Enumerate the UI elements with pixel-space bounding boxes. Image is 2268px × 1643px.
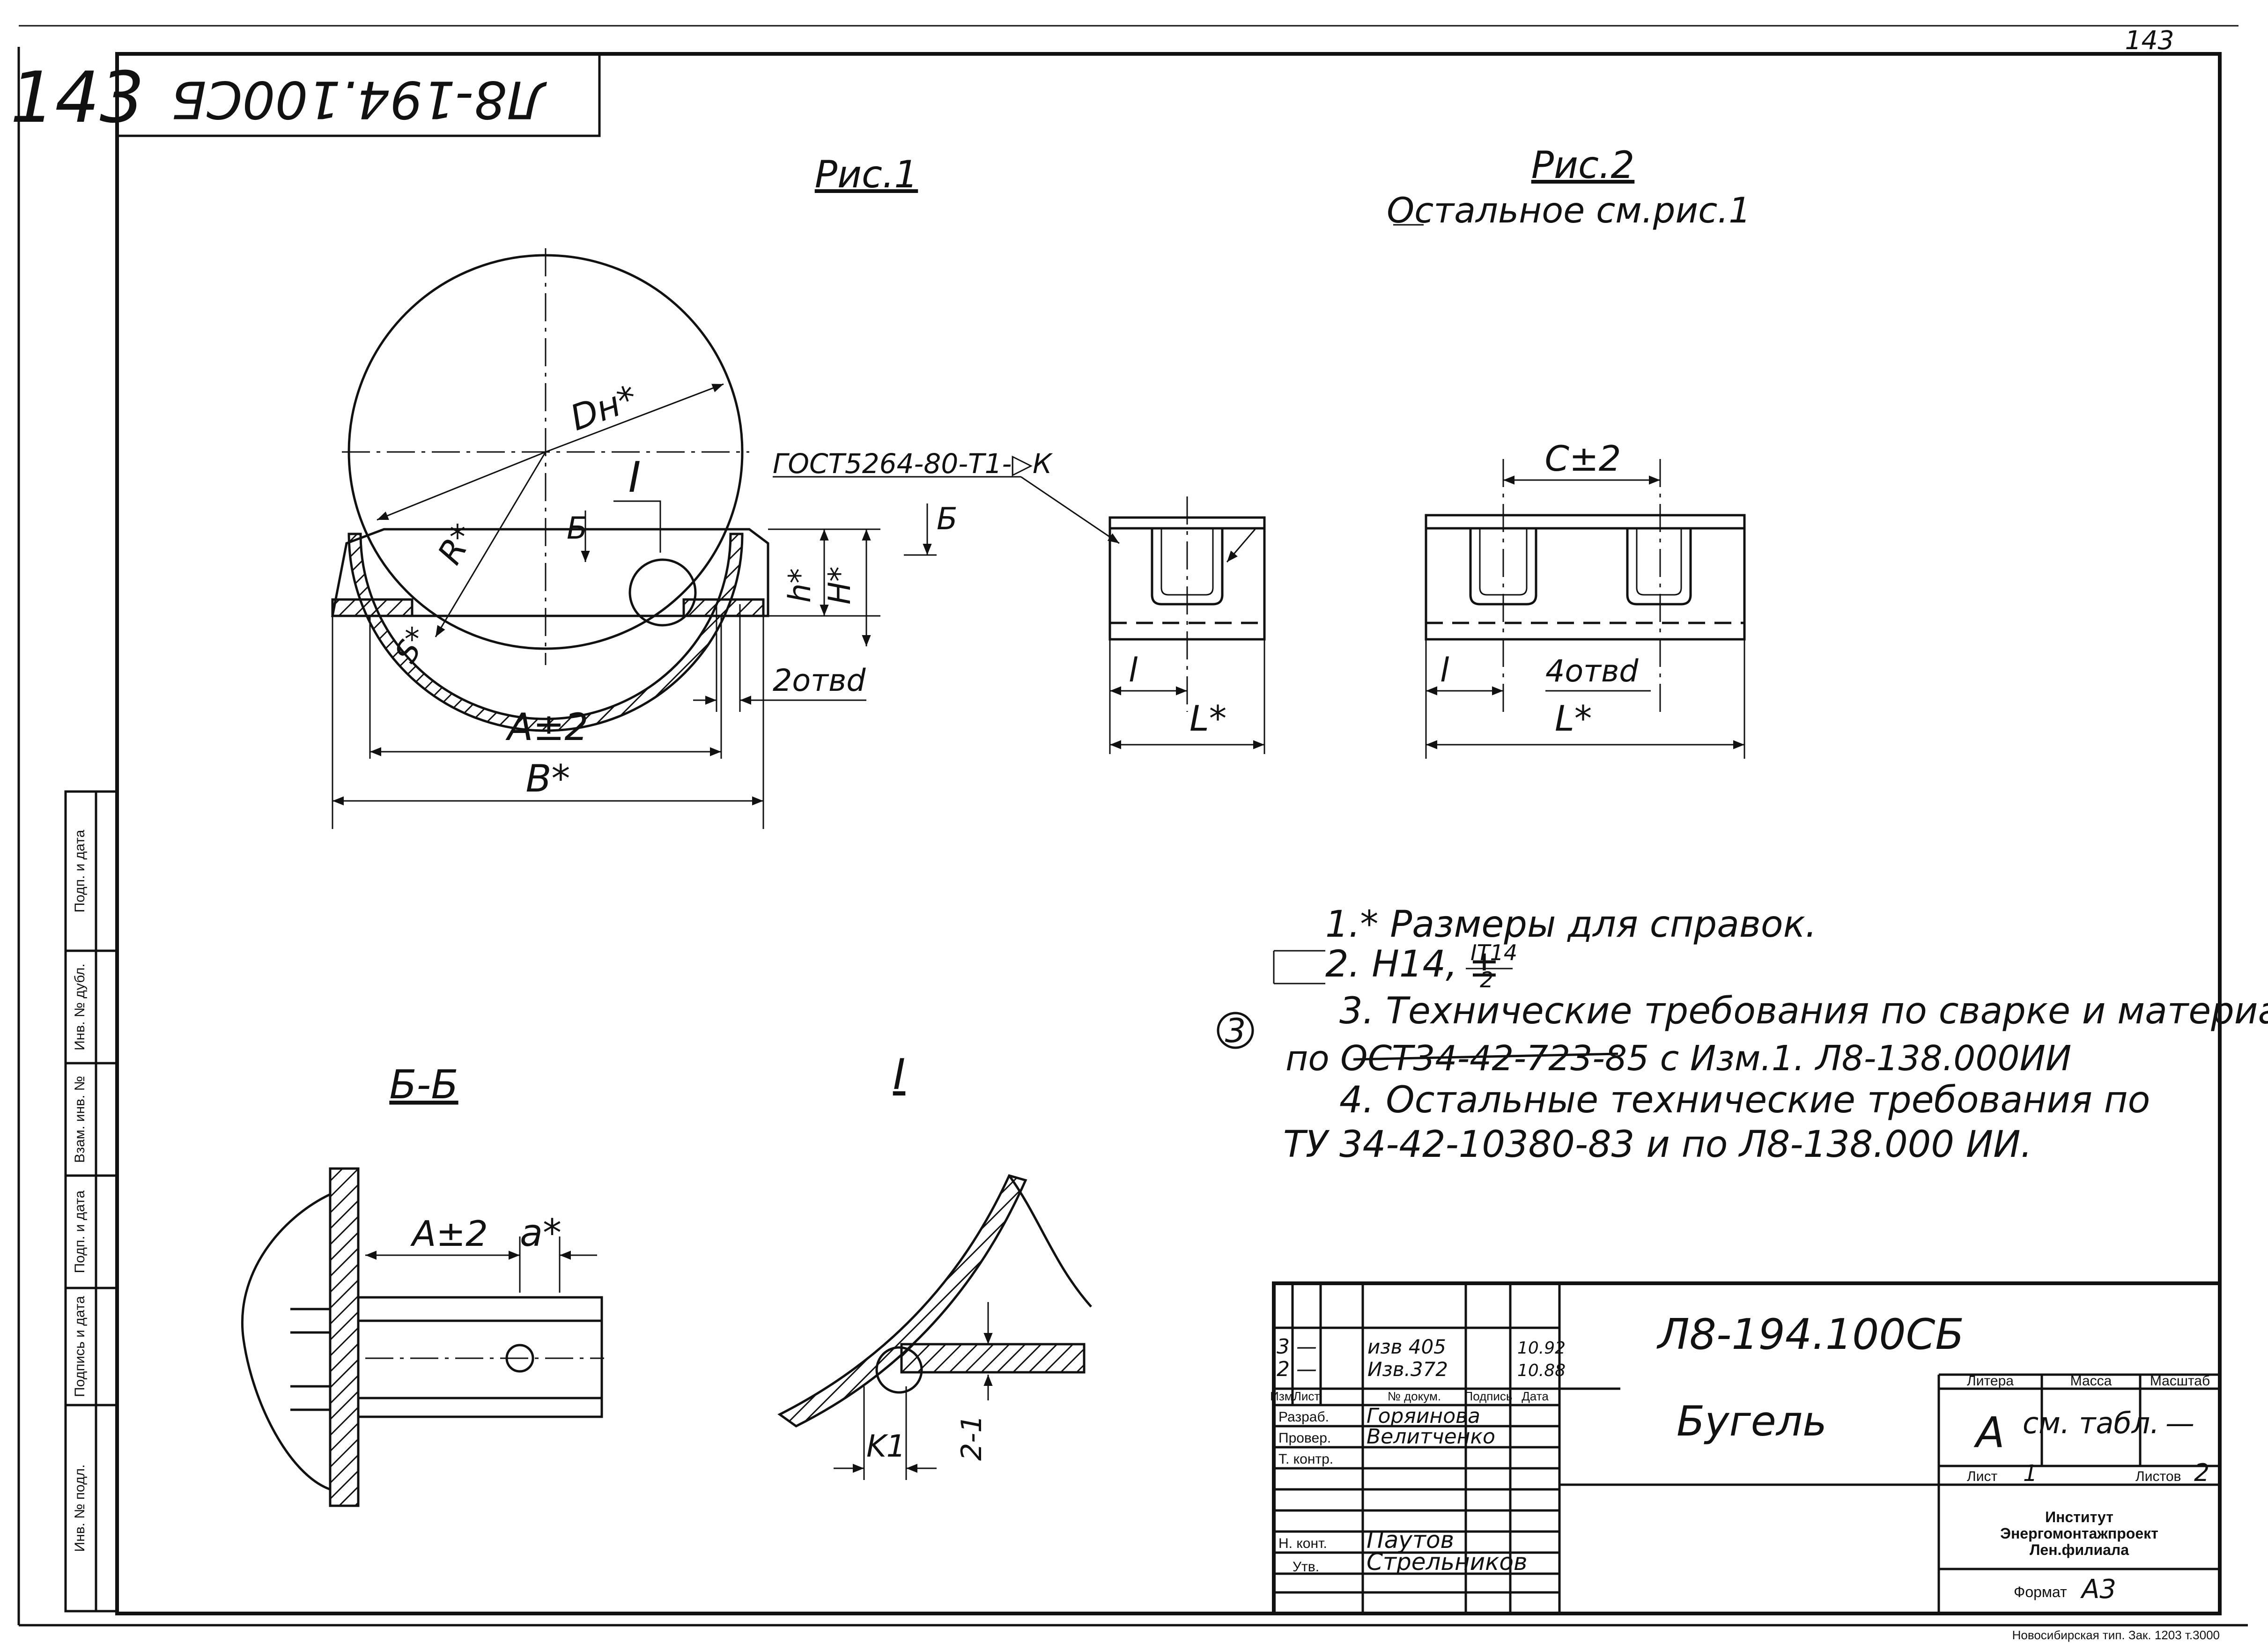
side-dim-L: L* bbox=[1189, 698, 1226, 739]
org-line-2: Энергомонтажпроект bbox=[2000, 1525, 2158, 1542]
fig1-main-view: Dн* R* S* I Б Б h* H* 2отвd A±2 B* Г bbox=[331, 248, 1120, 829]
archive-number: 143 bbox=[10, 57, 144, 139]
rev2-no: 2 bbox=[1277, 1357, 1290, 1381]
dim-h: h* bbox=[783, 568, 818, 603]
mass-value: см. табл. bbox=[2023, 1406, 2159, 1440]
left-label-3: Взам. инв. № bbox=[72, 1076, 88, 1163]
revision-circle-number: 3 bbox=[1225, 1012, 1246, 1050]
left-label-5: Подпись и дата bbox=[72, 1296, 88, 1397]
hdr-litera: Литера bbox=[1967, 1373, 2014, 1389]
rev3-no: 3 bbox=[1277, 1335, 1290, 1359]
fig2-subtitle: Остальное см.рис.1 bbox=[1387, 190, 1751, 231]
detail-dim-k: K1 bbox=[866, 1429, 906, 1464]
section-mark-left: Б bbox=[567, 511, 588, 546]
format-label: Формат bbox=[2014, 1584, 2067, 1600]
doc-name: Бугель bbox=[1677, 1397, 1827, 1445]
fig2-dim-C: C±2 bbox=[1545, 438, 1621, 479]
sheet-value: 1 bbox=[2023, 1460, 2038, 1487]
fig1-side-view: l L* bbox=[1108, 496, 1266, 754]
dim-r: R* bbox=[430, 518, 483, 570]
sheet-label: Лист bbox=[1967, 1469, 1997, 1484]
role-developer: Разраб. bbox=[1278, 1409, 1329, 1425]
hdr-sheet: Лист bbox=[1293, 1389, 1320, 1403]
title-block: 3 — изв 405 10.92 2 — Изв.372 10.88 Изм.… bbox=[1270, 1281, 2222, 1615]
note-3: 3. Технические требования по сварке и ма… bbox=[1339, 990, 2268, 1032]
rev3-sheet: — bbox=[1296, 1335, 1317, 1359]
note-2-fraction-den: 2 bbox=[1480, 967, 1493, 992]
role-ncontrol: Н. конт. bbox=[1278, 1536, 1327, 1551]
rev2-sheet: — bbox=[1296, 1357, 1317, 1381]
top-stamp-code: Л8-194.100СБ bbox=[171, 70, 547, 130]
left-label-4: Подп. и дата bbox=[72, 1190, 88, 1273]
detail-dim-thk: 2-1 bbox=[955, 1415, 988, 1461]
rev3-date: 10.92 bbox=[1517, 1339, 1566, 1358]
dim-2-holes: 2отвd bbox=[773, 663, 866, 698]
note-4-cont: ТУ 34-42-10380-83 и по Л8-138.000 ИИ. bbox=[1283, 1124, 2032, 1166]
detail-I: I K1 2-1 bbox=[777, 1050, 1092, 1480]
detail-I-title: I bbox=[893, 1050, 906, 1099]
side-dim-l: l bbox=[1129, 651, 1138, 689]
rev2-date: 10.88 bbox=[1517, 1361, 1566, 1380]
role-tcontrol: Т. контр. bbox=[1278, 1451, 1333, 1467]
left-label-6: Инв. № подл. bbox=[72, 1465, 88, 1552]
litera-value: А bbox=[1973, 1408, 2005, 1458]
dim-dn: Dн* bbox=[565, 377, 643, 439]
role-checker: Провер. bbox=[1278, 1430, 1331, 1446]
hdr-scale: Масштаб bbox=[2150, 1373, 2210, 1389]
left-label-2: Инв. № дубл. bbox=[72, 963, 88, 1051]
hdr-sign: Подпись bbox=[1464, 1389, 1513, 1403]
section-bb-title: Б-Б bbox=[389, 1062, 458, 1108]
hdr-doc: № докум. bbox=[1388, 1389, 1441, 1403]
section-dim-A: A±2 bbox=[410, 1213, 488, 1254]
org-line-3: Лен.филиала bbox=[2030, 1541, 2129, 1558]
printer-footer: Новосибирская тип. Зак. 1203 т.3000 bbox=[2012, 1628, 2220, 1642]
hdr-date: Дата bbox=[1522, 1389, 1549, 1403]
name-approved: Стрельников bbox=[1367, 1548, 1527, 1576]
role-approved: Утв. bbox=[1293, 1559, 1319, 1575]
rev2-doc: Изв.372 bbox=[1367, 1358, 1448, 1381]
note-2: 2. H14, ± bbox=[1325, 943, 1500, 985]
top-stamp-box: Л8-194.100СБ bbox=[116, 52, 601, 137]
fig1-title: Рис.1 bbox=[815, 153, 918, 196]
fig2-dim-l: l bbox=[1440, 651, 1449, 689]
dim-H: H* bbox=[822, 566, 857, 604]
page-number: 143 bbox=[2125, 25, 2174, 55]
name-ncontrol: Паутов bbox=[1367, 1526, 1454, 1554]
scale-value: — bbox=[2165, 1406, 2194, 1440]
note-2-fraction: IT14 bbox=[1470, 940, 1517, 965]
fig2-view: C±2 l 4отвd L* bbox=[1425, 438, 1746, 759]
detail-mark-I: I bbox=[628, 453, 641, 502]
sheets-value: 2 bbox=[2194, 1459, 2209, 1487]
hdr-change: Изм. bbox=[1270, 1389, 1296, 1403]
org-line-1: Институт bbox=[2045, 1509, 2113, 1525]
fig2-dim-holes: 4отвd bbox=[1545, 654, 1639, 689]
left-label-1: Подп. и дата bbox=[72, 829, 88, 912]
section-mark-right: Б bbox=[937, 502, 958, 537]
notes-block: 1.* Размеры для справок. 2. H14, ± IT14 … bbox=[1217, 903, 2268, 1166]
hdr-mass: Масса bbox=[2070, 1373, 2112, 1389]
dim-A: A±2 bbox=[505, 705, 589, 749]
rev3-doc: изв 405 bbox=[1367, 1335, 1446, 1358]
sheets-label: Листов bbox=[2135, 1469, 2181, 1484]
dim-B: B* bbox=[526, 757, 570, 800]
note-4: 4. Остальные технические требования по bbox=[1339, 1079, 2150, 1121]
left-vertical-table: Подп. и дата Инв. № дубл. Взам. инв. № П… bbox=[64, 790, 118, 1613]
note-1: 1.* Размеры для справок. bbox=[1325, 903, 1817, 946]
section-bb: Б-Б A±2 a* bbox=[241, 1062, 604, 1507]
doc-code: Л8-194.100СБ bbox=[1656, 1310, 1964, 1359]
section-dim-a: a* bbox=[520, 1211, 561, 1255]
fig2-title: Рис.2 bbox=[1531, 143, 1635, 187]
format-value: А3 bbox=[2080, 1574, 2116, 1605]
weld-standard: ГОСТ5264-80-Т1-▷К bbox=[773, 448, 1053, 480]
fig2-dim-L: L* bbox=[1555, 698, 1592, 739]
name-checker: Велитченко bbox=[1367, 1425, 1495, 1449]
name-developer: Горяинова bbox=[1367, 1404, 1480, 1428]
